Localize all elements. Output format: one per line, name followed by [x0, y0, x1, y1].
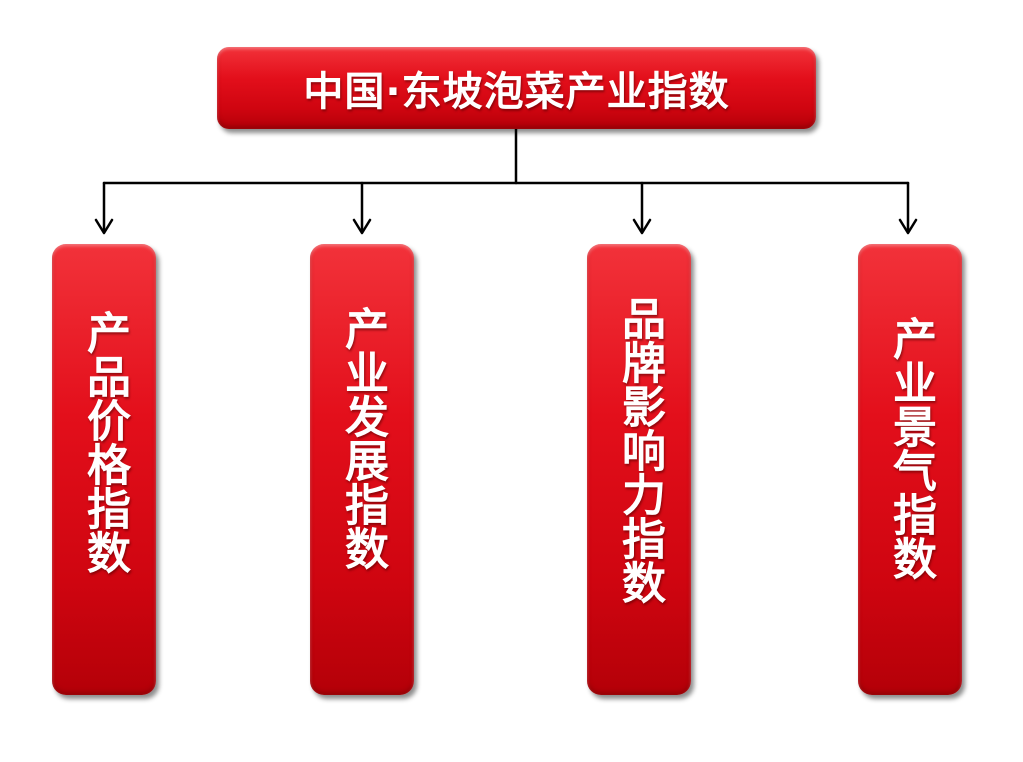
node-industry-development-index: 产业发展指数 — [310, 244, 414, 695]
node-product-price-label: 产品价格指数 — [79, 310, 130, 574]
arrow-to-product-price — [94, 181, 114, 235]
node-industry-prosperity-label: 产业景气指数 — [885, 316, 936, 580]
arrow-to-brand-influence — [632, 181, 652, 235]
arrow-to-industry-development — [352, 181, 372, 235]
node-industry-prosperity-index: 产业景气指数 — [858, 244, 962, 695]
node-brand-influence-label: 品牌影响力指数 — [614, 296, 665, 604]
root-node-label: 中国·东坡泡菜产业指数 — [303, 69, 730, 115]
root-node-box: 中国·东坡泡菜产业指数 — [217, 47, 816, 129]
node-industry-development-label: 产业发展指数 — [337, 306, 388, 570]
arrow-to-industry-prosperity — [898, 181, 918, 235]
node-product-price-index: 产品价格指数 — [52, 244, 156, 695]
node-brand-influence-index: 品牌影响力指数 — [587, 244, 691, 695]
